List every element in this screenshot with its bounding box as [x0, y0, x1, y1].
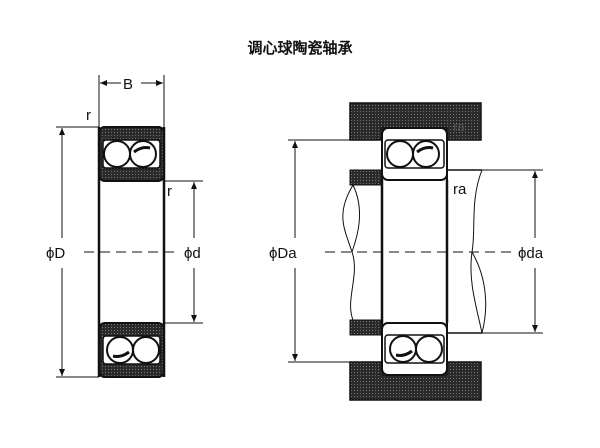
housing-diameter-label: ϕDa	[269, 245, 297, 262]
left-bearing-section	[56, 75, 203, 378]
outer-diameter-label: ϕD	[46, 245, 65, 262]
housing-top	[349, 102, 482, 141]
width-label: B	[123, 76, 133, 93]
right-mounting-section	[288, 102, 543, 401]
chamfer-label-side: r	[167, 183, 172, 200]
shaft-shoulder-bottom	[349, 319, 383, 336]
housing-fillet-label: ra	[453, 119, 465, 134]
shaft-shoulder-top	[349, 169, 383, 186]
shaft-fillet-label: ra	[453, 181, 467, 198]
shaft-diameter-label: ϕda	[518, 245, 544, 262]
chamfer-label-top: r	[86, 107, 91, 124]
upper-ring	[98, 126, 165, 182]
housing-bottom	[349, 361, 482, 401]
lower-ring	[98, 322, 165, 378]
bore-diameter-label: ϕd	[184, 245, 201, 262]
diagram-title: 调心球陶瓷轴承	[247, 39, 353, 57]
